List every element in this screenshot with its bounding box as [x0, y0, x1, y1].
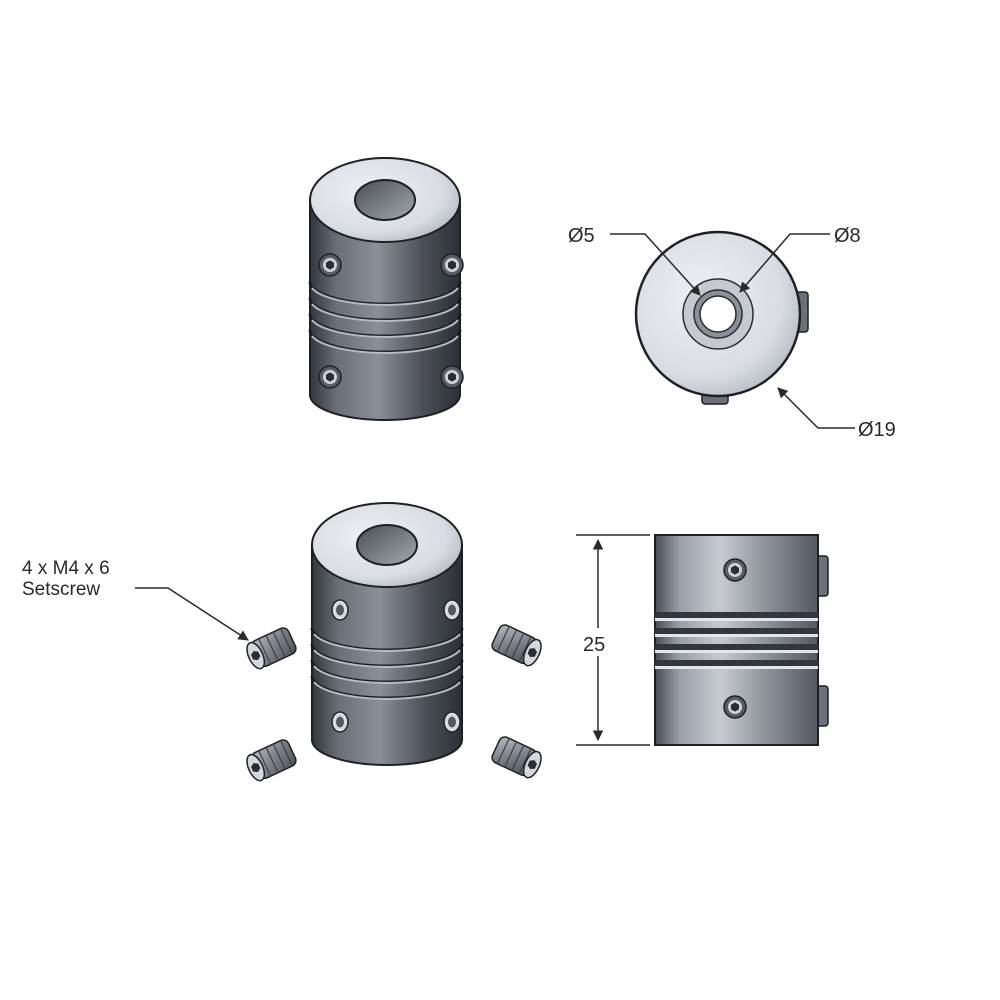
bore-small-label: Ø5	[568, 225, 595, 247]
setscrew-icon	[246, 624, 542, 782]
screw-spec-line2: Setscrew	[22, 579, 100, 600]
coupling-end-view	[634, 230, 809, 405]
coupling-side-view	[654, 534, 829, 746]
screw-spec-line1: 4 x M4 x 6	[22, 558, 110, 579]
bore-large-label: Ø8	[834, 225, 861, 247]
coupling-iso-top	[308, 157, 464, 421]
dimension-leaders-end	[610, 233, 855, 429]
outer-diameter-label: Ø19	[858, 419, 896, 441]
coupling-iso-exploded	[310, 502, 464, 766]
length-label: 25	[583, 634, 605, 656]
screw-leader	[135, 587, 249, 641]
length-label-bg	[580, 628, 614, 656]
